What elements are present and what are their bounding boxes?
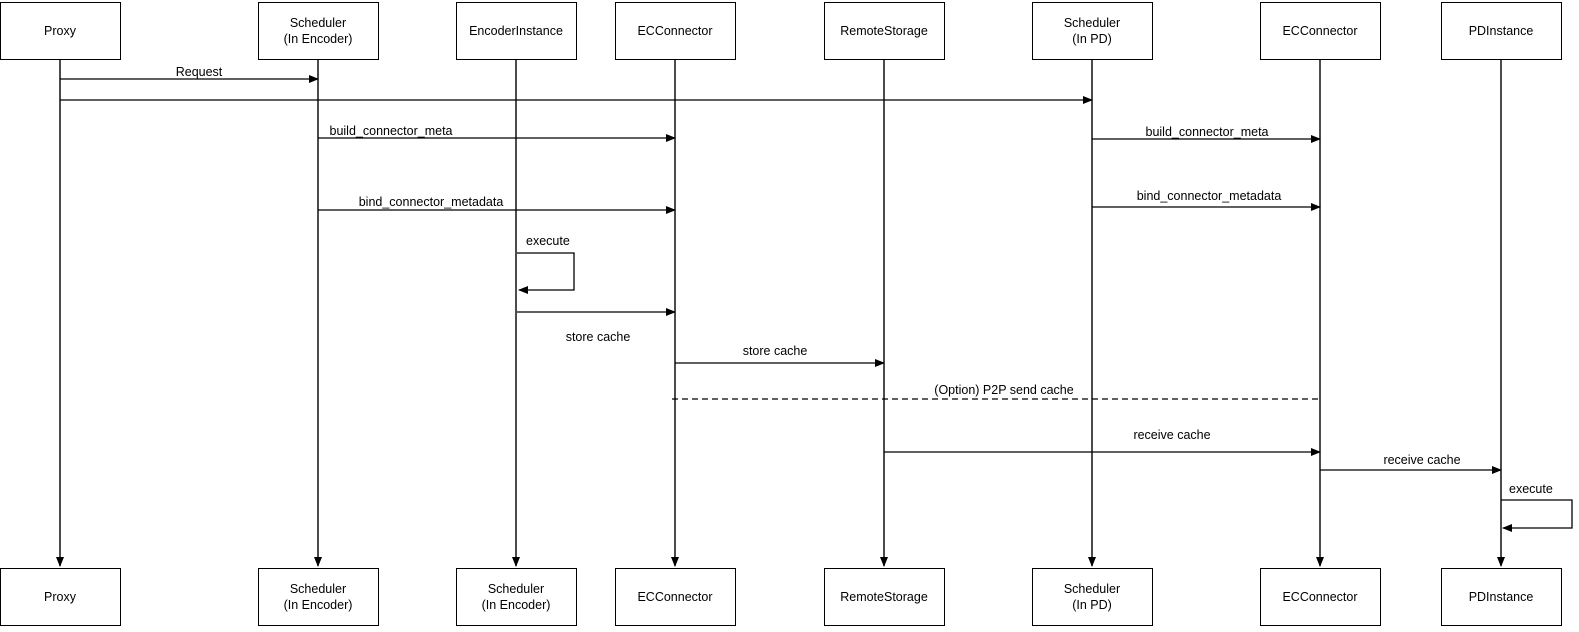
- participant-label: EncoderInstance: [469, 24, 563, 38]
- participant-box-scheduler-encoder[interactable]: Scheduler (In Encoder): [257, 2, 379, 60]
- message-label-m3: build_connector_meta: [329, 124, 453, 138]
- participant-label: Scheduler: [289, 582, 347, 596]
- participant-sublabel: (In PD): [1072, 598, 1112, 612]
- self-message-arrow-s1: [517, 252, 575, 294]
- participant-label: RemoteStorage: [840, 590, 928, 604]
- participant-label: ECConnector: [1282, 24, 1358, 38]
- participant-box-scheduler-pd-b[interactable]: Scheduler (In PD): [1031, 568, 1153, 626]
- participant-box-ec-connector-encoder-b[interactable]: ECConnector: [614, 568, 736, 626]
- participant-sublabel: (In Encoder): [481, 598, 551, 612]
- participant-box-pd-instance[interactable]: PDInstance: [1440, 2, 1562, 60]
- participant-label: Scheduler: [1063, 16, 1121, 30]
- participant-label: Proxy: [44, 24, 76, 38]
- participant-label: PDInstance: [1468, 24, 1534, 38]
- participant-box-encoder-instance-b[interactable]: Scheduler (In Encoder): [455, 568, 577, 626]
- participant-label: ECConnector: [637, 24, 713, 38]
- participant-box-remote-storage[interactable]: RemoteStorage: [823, 2, 945, 60]
- message-line-group: [60, 75, 1502, 474]
- participant-box-encoder-instance[interactable]: EncoderInstance: [455, 2, 577, 60]
- participant-sublabel: (In Encoder): [283, 32, 353, 46]
- message-label-m1: Request: [175, 65, 223, 79]
- participant-label: PDInstance: [1468, 590, 1534, 604]
- message-label-m10: receive cache: [1133, 428, 1211, 442]
- self-message-label-s2: execute: [1509, 482, 1553, 496]
- participant-label: Scheduler: [1063, 582, 1121, 596]
- participant-box-proxy-b[interactable]: Proxy: [0, 568, 121, 626]
- participant-label: ECConnector: [637, 590, 713, 604]
- participant-box-ec-connector-pd-b[interactable]: ECConnector: [1259, 568, 1381, 626]
- message-label-m8: store cache: [742, 344, 808, 358]
- message-label-m4: build_connector_meta: [1145, 125, 1269, 139]
- participant-label: Scheduler: [289, 16, 347, 30]
- message-label-m11: receive cache: [1383, 453, 1461, 467]
- participant-box-scheduler-encoder-b[interactable]: Scheduler (In Encoder): [257, 568, 379, 626]
- self-message-label-s1: execute: [526, 234, 570, 248]
- participant-box-remote-storage-b[interactable]: RemoteStorage: [823, 568, 945, 626]
- message-label-m7: store cache: [565, 330, 631, 344]
- participant-label: Proxy: [44, 590, 76, 604]
- message-label-m6: bind_connector_metadata: [1136, 189, 1282, 203]
- participant-box-proxy[interactable]: Proxy: [0, 2, 121, 60]
- participant-label: RemoteStorage: [840, 24, 928, 38]
- participant-box-ec-connector-encoder[interactable]: ECConnector: [614, 2, 736, 60]
- message-label-m5: bind_connector_metadata: [358, 195, 504, 209]
- participant-box-pd-instance-b[interactable]: PDInstance: [1440, 568, 1562, 626]
- self-message-group: [517, 252, 1573, 532]
- participant-box-ec-connector-pd[interactable]: ECConnector: [1259, 2, 1381, 60]
- participant-box-scheduler-pd[interactable]: Scheduler (In PD): [1031, 2, 1153, 60]
- message-label-m9: (Option) P2P send cache: [934, 383, 1074, 397]
- participant-label: Scheduler: [487, 582, 545, 596]
- lifeline-group: [56, 60, 1505, 567]
- participant-sublabel: (In Encoder): [283, 598, 353, 612]
- participant-sublabel: (In PD): [1072, 32, 1112, 46]
- self-message-arrow-s2: [1501, 499, 1573, 532]
- participant-label: ECConnector: [1282, 590, 1358, 604]
